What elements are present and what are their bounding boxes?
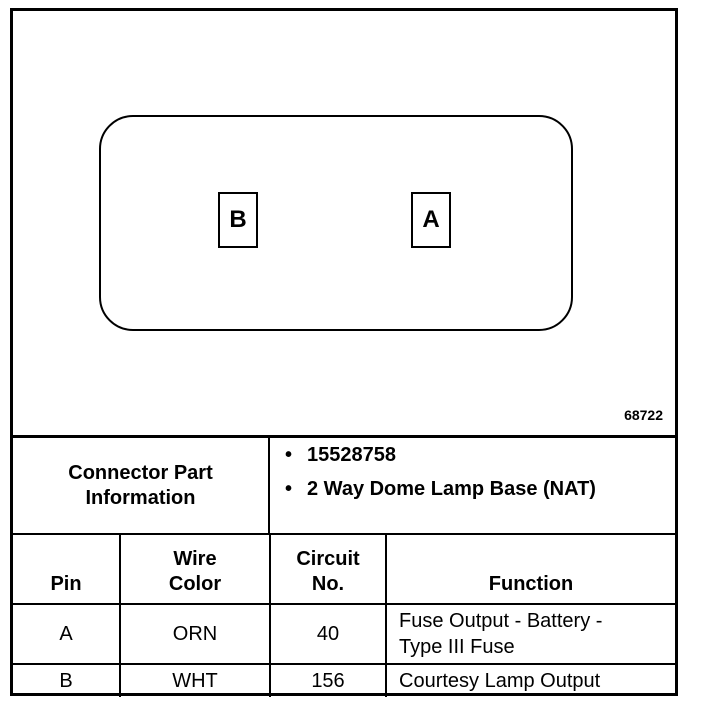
connector-sheet: B A 68722 Connector Part Information 155… — [10, 8, 678, 697]
table-header-row: Pin Wire Color Circuit No. Function — [13, 533, 675, 605]
header-circuit-line1: Circuit — [296, 548, 360, 570]
cell-function-line1: Fuse Output - Battery - — [399, 610, 603, 632]
part-number: 15528758 — [281, 442, 661, 468]
header-function: Function — [385, 533, 675, 605]
cell-function-line1: Courtesy Lamp Output — [399, 670, 601, 692]
info-label-line2: Information — [85, 486, 196, 509]
cell-wire-color: WHT — [119, 663, 271, 697]
header-pin: Pin — [13, 533, 121, 605]
cell-function: Courtesy Lamp Output — [385, 663, 675, 697]
header-circuit: Circuit No. — [269, 533, 387, 605]
connector-diagram: B A 68722 — [13, 11, 675, 435]
cell-pin: A — [13, 603, 121, 665]
part-description: 2 Way Dome Lamp Base (NAT) — [281, 476, 661, 502]
info-label-line1: Connector Part — [68, 461, 213, 484]
cell-circuit: 40 — [269, 603, 387, 665]
pinout-table: Pin Wire Color Circuit No. Function A OR… — [13, 533, 675, 697]
cell-function-line2: Type III Fuse — [399, 636, 515, 658]
cell-circuit: 156 — [269, 663, 387, 697]
info-list: 15528758 2 Way Dome Lamp Base (NAT) — [281, 442, 661, 510]
header-wire-color-line2: Color — [168, 573, 222, 595]
cell-wire-color: ORN — [119, 603, 271, 665]
connector-part-information: Connector Part Information 15528758 2 Wa… — [13, 435, 675, 533]
pin-cavity-b: B — [218, 192, 258, 248]
cell-function: Fuse Output - Battery - Type III Fuse — [385, 603, 675, 665]
pin-cavity-a: A — [411, 192, 451, 248]
connector-body — [99, 115, 573, 331]
figure-number: 68722 — [624, 407, 663, 423]
header-circuit-line2: No. — [311, 573, 345, 595]
header-wire-color: Wire Color — [119, 533, 271, 605]
cell-pin: B — [13, 663, 121, 697]
table-row: A ORN 40 Fuse Output - Battery - Type II… — [13, 603, 675, 665]
info-label: Connector Part Information — [13, 438, 270, 533]
header-wire-color-line1: Wire — [173, 548, 217, 570]
table-row: B WHT 156 Courtesy Lamp Output — [13, 663, 675, 697]
